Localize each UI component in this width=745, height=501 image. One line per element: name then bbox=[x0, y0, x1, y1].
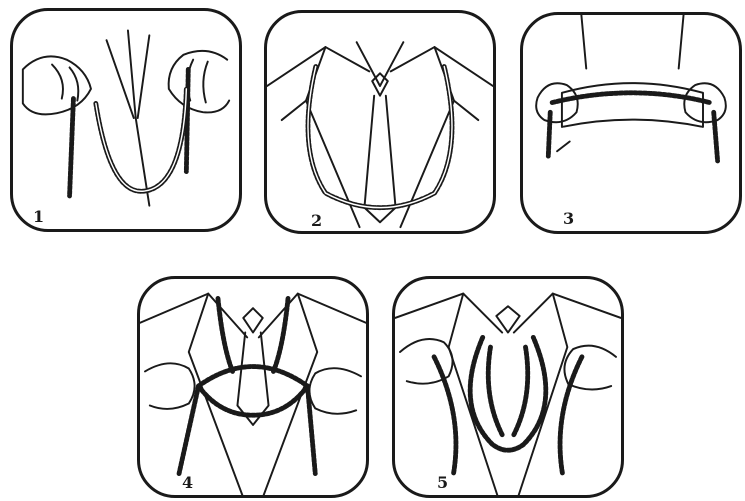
step-panel-5: 5 bbox=[392, 276, 624, 498]
step-panel-1: 1 bbox=[10, 8, 242, 232]
step-panel-3: 3 bbox=[520, 12, 742, 234]
step-number: 4 bbox=[182, 473, 193, 492]
cord-behind-neck-icon bbox=[523, 15, 739, 231]
step-number: 1 bbox=[33, 207, 44, 226]
hands-holding-cord-icon bbox=[13, 11, 239, 229]
tying-knot-icon bbox=[140, 279, 366, 495]
step-panel-4: 4 bbox=[137, 276, 369, 498]
finished-knot-icon bbox=[395, 279, 621, 495]
cord-around-collar-icon bbox=[267, 13, 493, 231]
step-number: 5 bbox=[437, 473, 448, 492]
step-number: 3 bbox=[563, 209, 574, 228]
step-number: 2 bbox=[311, 211, 322, 230]
step-panel-2: 2 bbox=[264, 10, 496, 234]
